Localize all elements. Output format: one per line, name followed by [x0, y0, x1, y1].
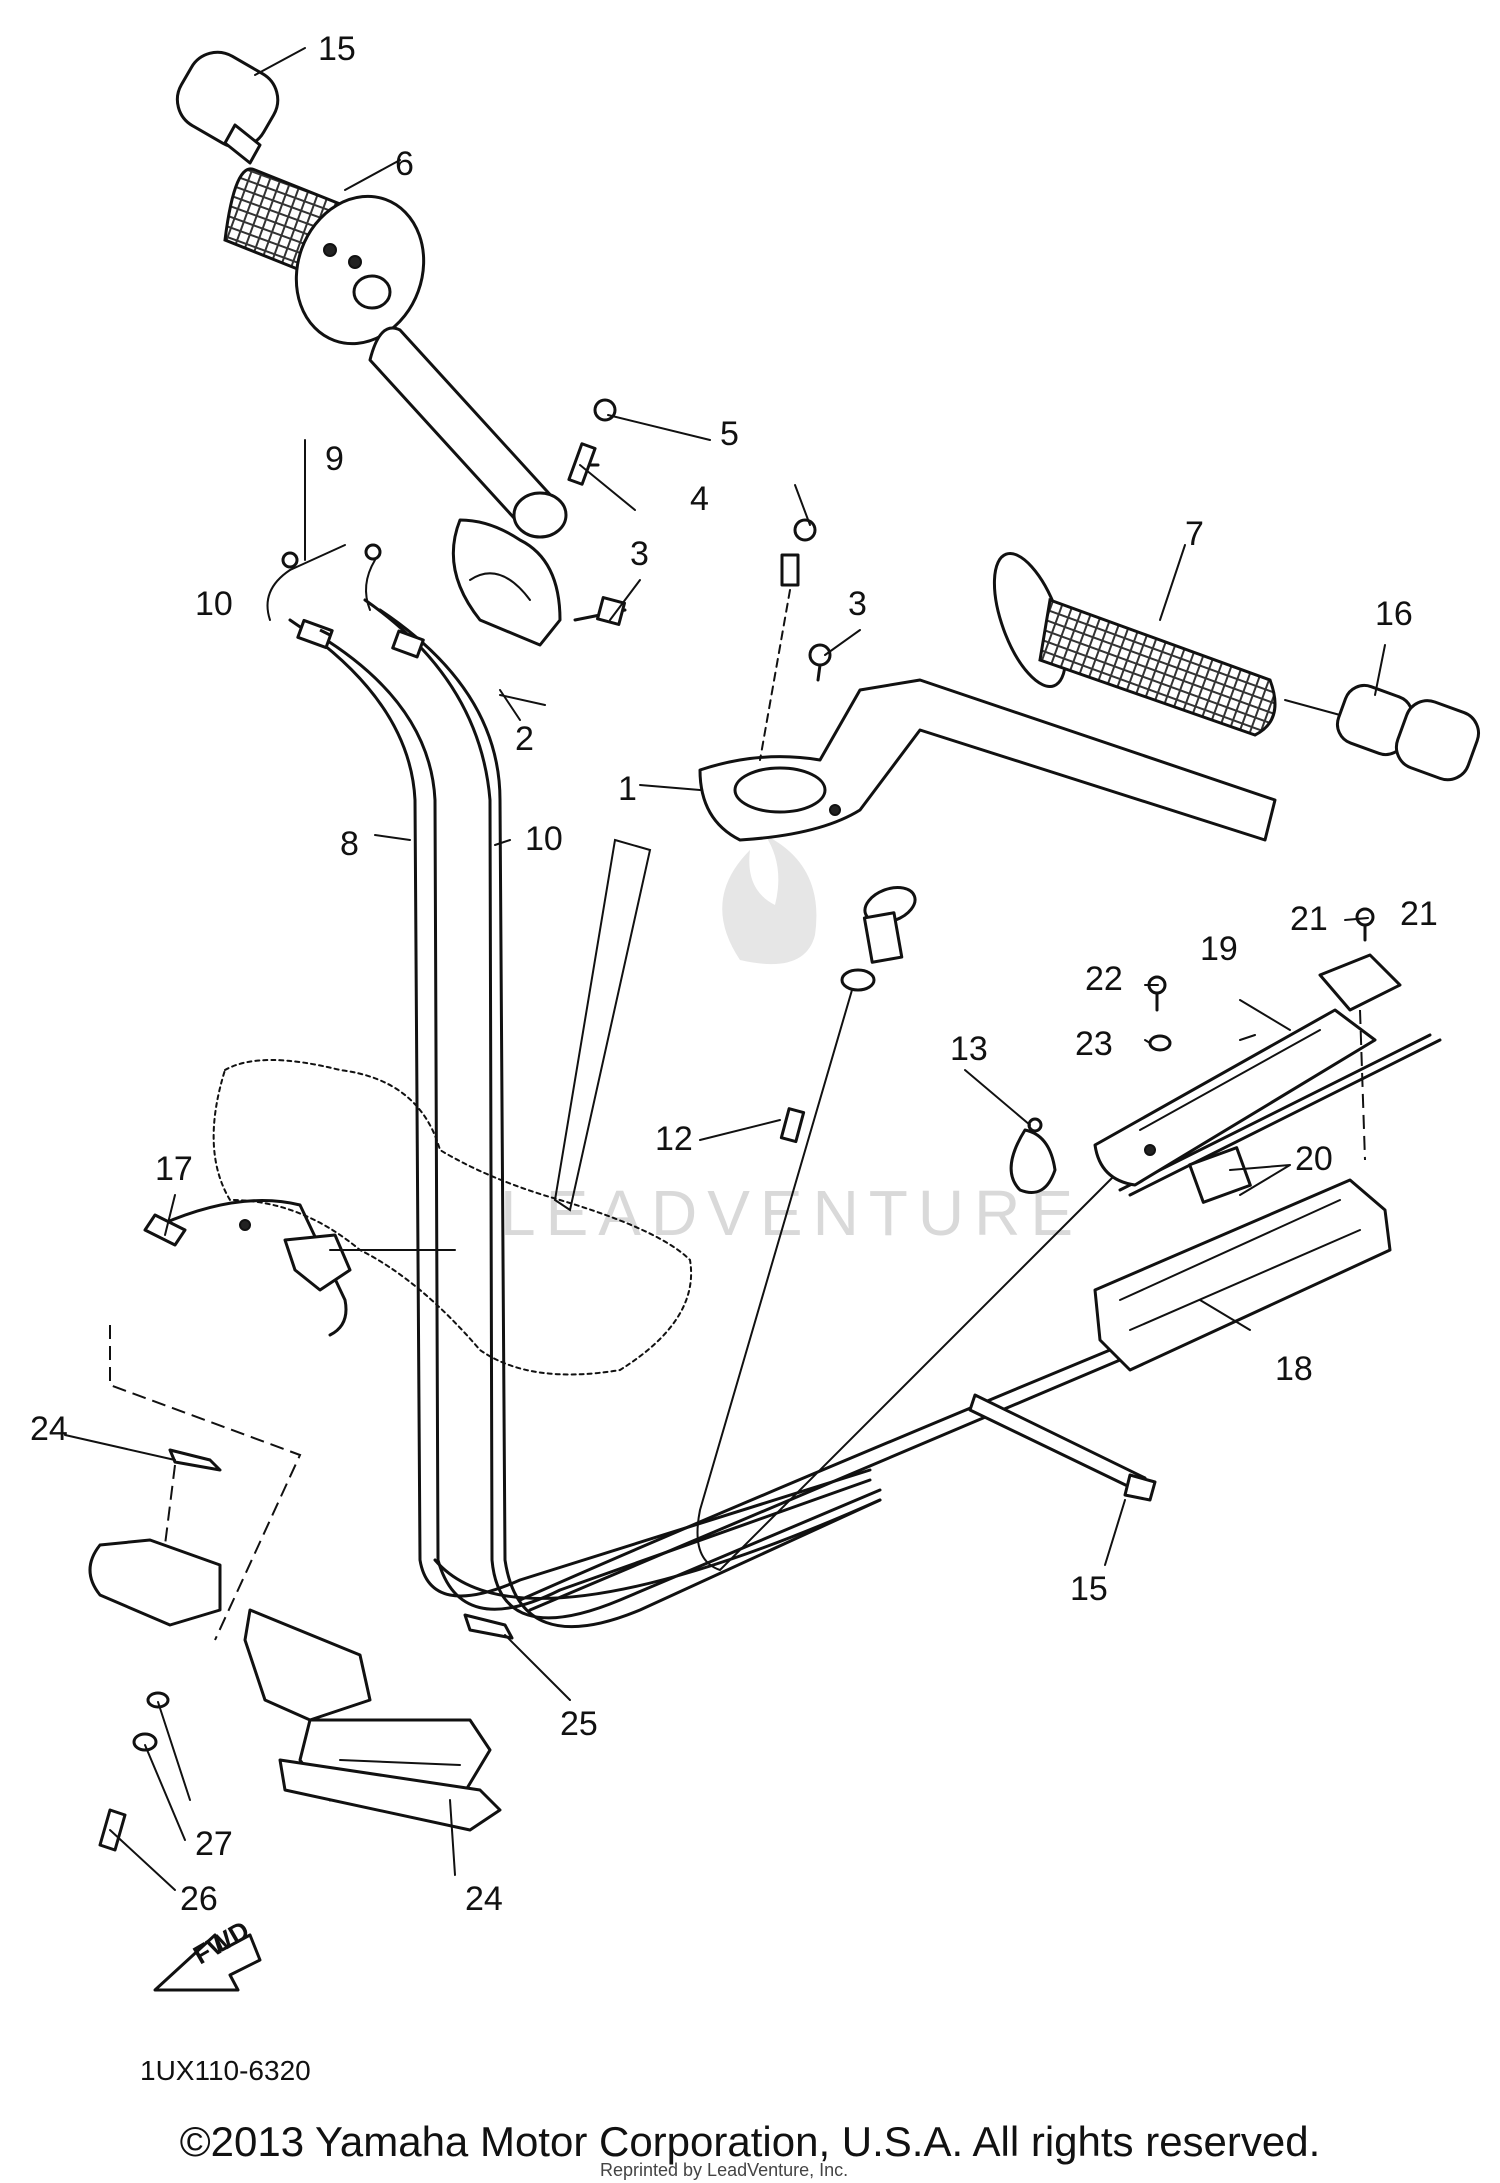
callout-14: 15 — [1070, 1570, 1108, 1608]
cover-outline — [212, 838, 693, 1376]
callout-24-right: 25 — [560, 1705, 598, 1743]
cable-guide-plate — [1093, 1008, 1377, 1187]
small-screws — [1147, 907, 1375, 1052]
callout-24-left: 24 — [30, 1410, 68, 1448]
callout-1: 1 — [618, 770, 637, 808]
bar-end-weight-top — [175, 50, 280, 165]
throttle-grip — [223, 167, 426, 346]
callout-4: 4 — [690, 480, 709, 518]
callout-3-left: 3 — [630, 535, 649, 573]
handle-pad — [88, 1325, 514, 1832]
diagram-code: 1UX110-6320 — [140, 2055, 311, 2086]
watermark-text: LEADVENTURE — [500, 1177, 1083, 1249]
reprint-note: Reprinted by LeadVenture, Inc. — [600, 2160, 849, 2180]
choke-cable — [696, 886, 1121, 1572]
leader-lines — [64, 47, 1386, 1891]
cable-cap — [1318, 953, 1402, 1161]
forward-arrow-icon: FWD — [153, 1915, 262, 1992]
callout-13: 13 — [950, 1030, 988, 1068]
callout-11: 10 — [195, 585, 233, 623]
grip-right — [992, 552, 1277, 737]
callout-17: 18 — [1275, 1350, 1313, 1388]
callout-16: 17 — [155, 1150, 193, 1188]
callout-22: 23 — [1075, 1025, 1113, 1063]
callout-21-right: 21 — [1400, 895, 1438, 933]
callout-8: 8 — [340, 825, 359, 863]
throttle-cable-long — [518, 1033, 1442, 1612]
callout-10: 9 — [325, 440, 344, 478]
callout-9: 10 — [525, 820, 563, 858]
callout-18: 19 — [1200, 930, 1238, 968]
bar-end-weight-right — [1284, 683, 1480, 782]
callout-7: 6 — [395, 145, 414, 183]
watermark: LEADVENTURE — [500, 835, 1083, 1249]
throttle-housing — [368, 326, 568, 647]
callout-2: 2 — [515, 720, 534, 758]
callout-labels: 15 6 9 10 5 4 3 3 2 7 16 1 8 10 13 12 17… — [30, 30, 1438, 1918]
callout-6: 7 — [1185, 515, 1204, 553]
pad-fasteners — [98, 1691, 170, 1852]
callout-26: 27 — [195, 1825, 233, 1863]
choke-bracket — [143, 1199, 456, 1337]
cable-clamp — [1009, 1117, 1057, 1194]
callout-25: 26 — [180, 1880, 218, 1918]
screws — [567, 398, 832, 761]
callout-15-right: 16 — [1375, 595, 1413, 633]
callout-21-left: 22 — [1085, 960, 1123, 998]
callout-15-top: 15 — [318, 30, 356, 68]
callout-12: 12 — [655, 1120, 693, 1158]
callout-3-right: 3 — [848, 585, 867, 623]
handlebar — [698, 678, 1277, 842]
cables — [266, 543, 882, 1629]
callout-20: 21 — [1290, 900, 1328, 938]
cable-tie — [968, 1393, 1157, 1502]
callout-19: 20 — [1295, 1140, 1333, 1178]
callout-23: 24 — [465, 1880, 503, 1918]
callout-5: 5 — [720, 415, 739, 453]
copyright-notice: ©2013 Yamaha Motor Corporation, U.S.A. A… — [179, 2118, 1321, 2165]
cable-holder — [1093, 1146, 1392, 1372]
